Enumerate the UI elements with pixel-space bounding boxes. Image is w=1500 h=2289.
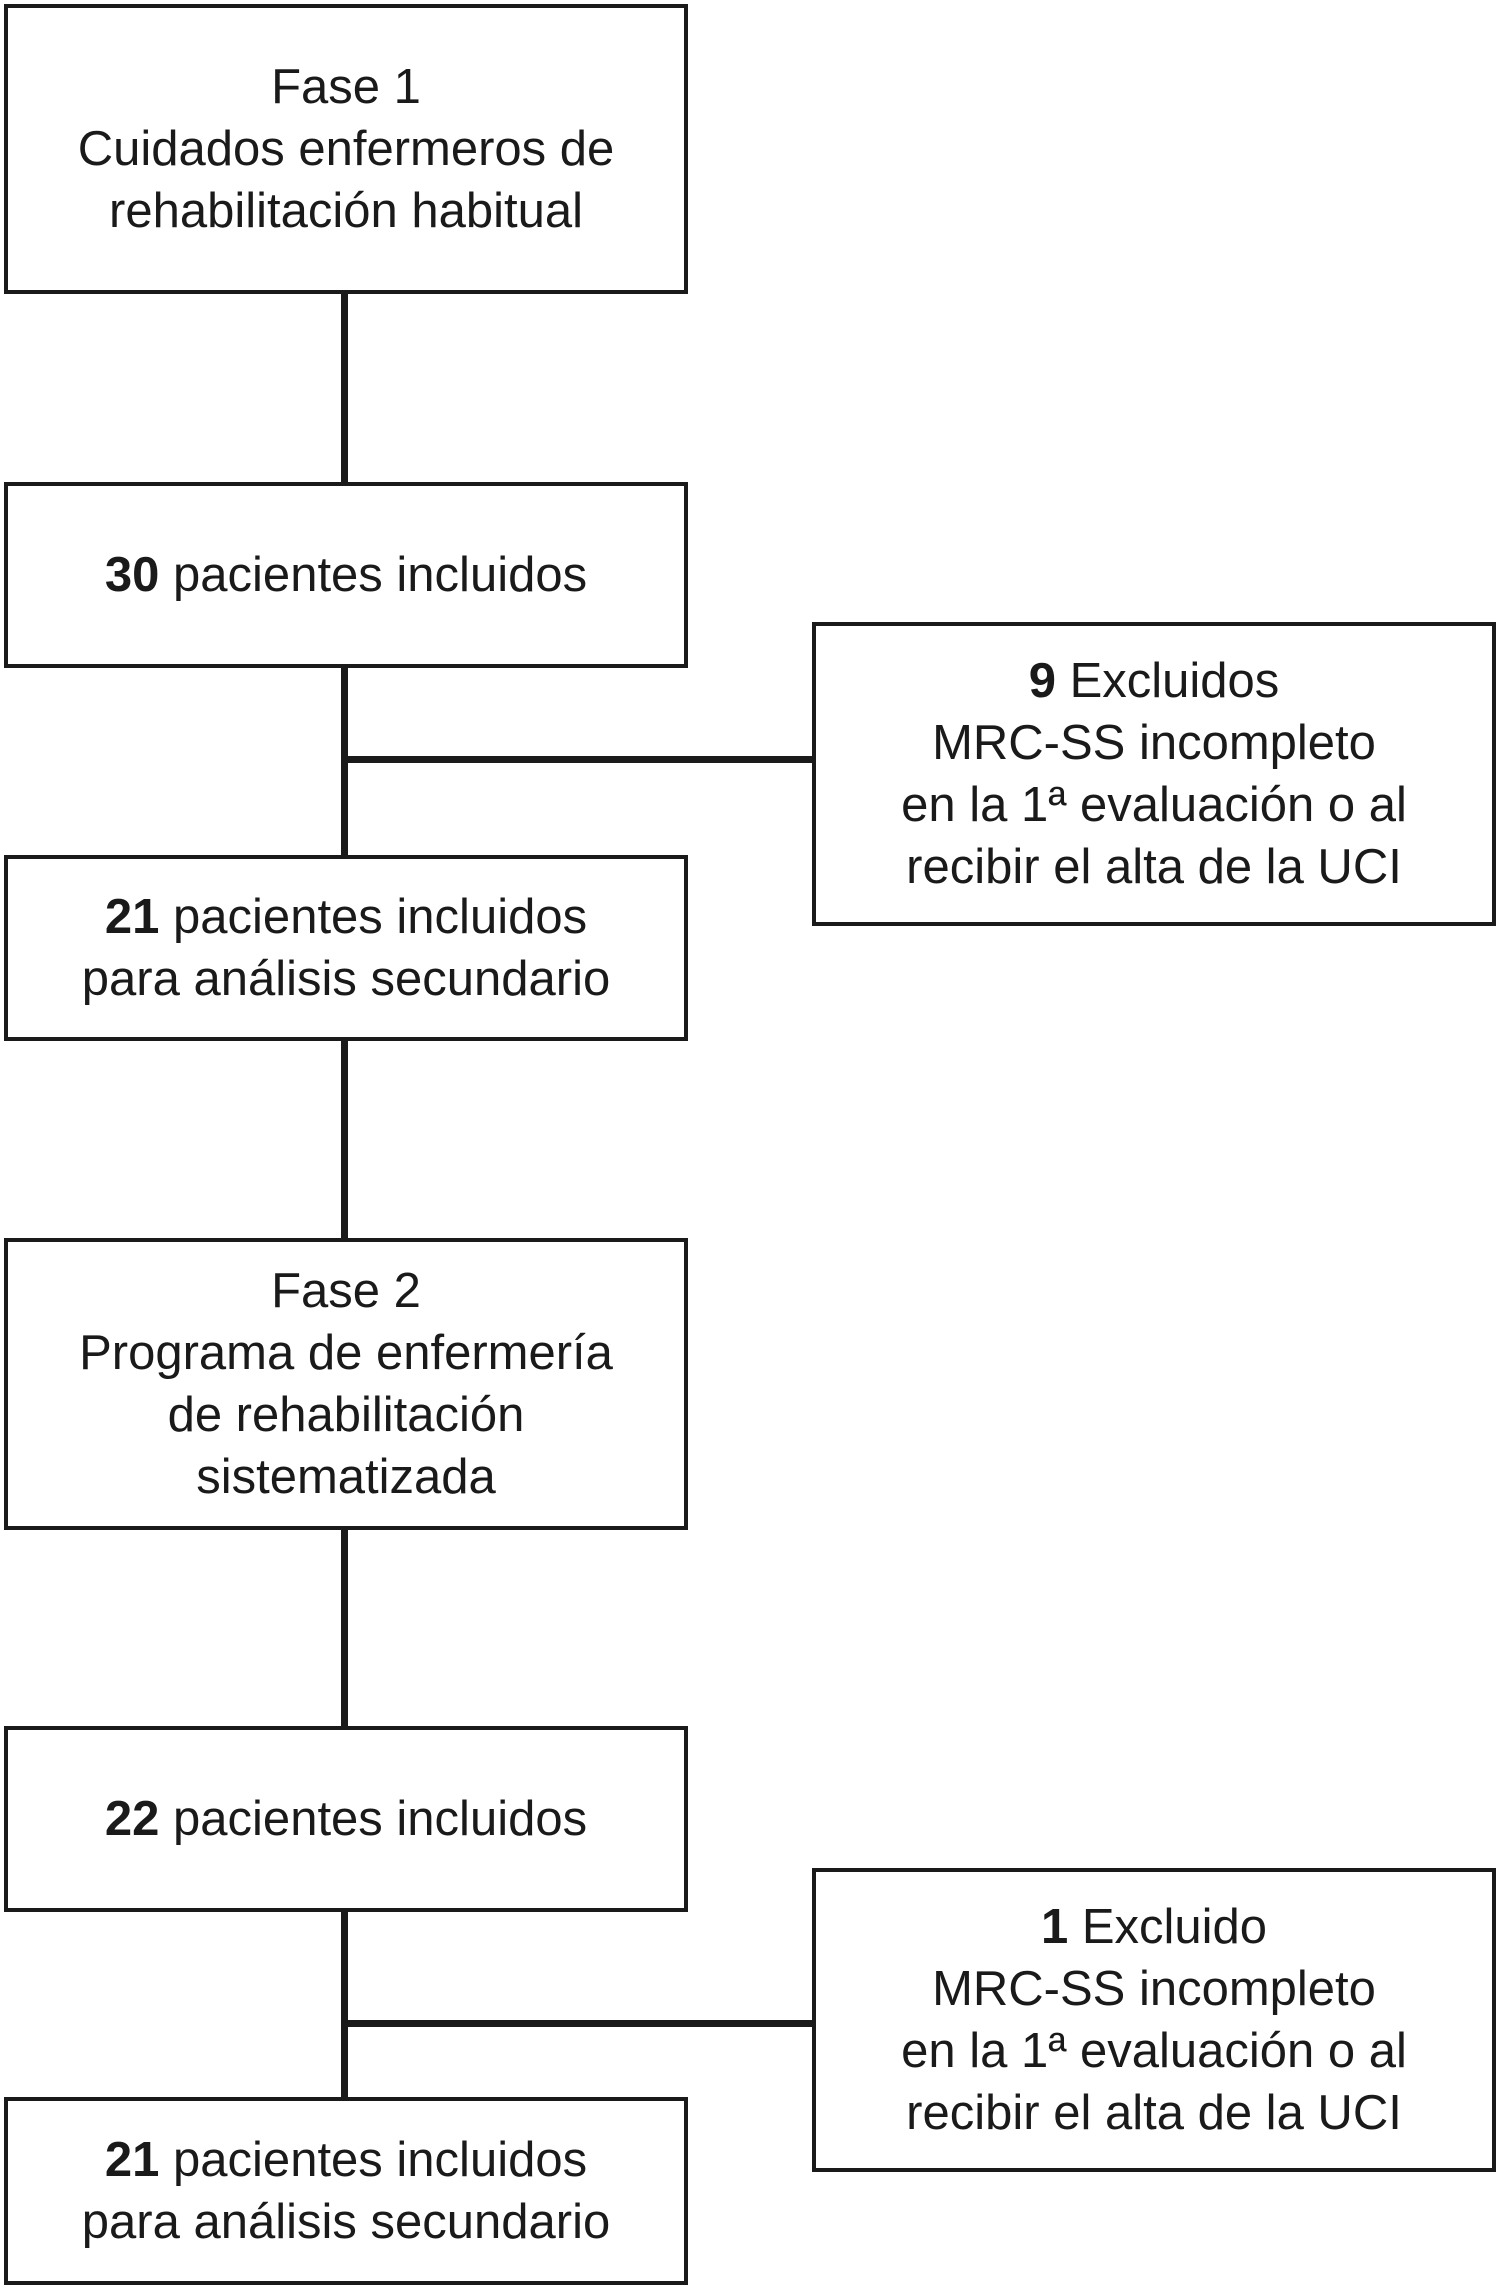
phase2-excluded-label: Excluido xyxy=(1081,1900,1268,1954)
connector-included2-to-secondary2 xyxy=(341,1910,348,2100)
phase2-excluded-line2: MRC-SS incompleto xyxy=(932,1962,1376,2016)
phase1-excluded-label: Excluidos xyxy=(1069,654,1280,708)
phase2-secondary-label: pacientes incluidos xyxy=(173,2133,588,2187)
phase2-secondary-box: 21 pacientes incluidos para análisis sec… xyxy=(4,2097,688,2285)
connector-secondary-to-phase2 xyxy=(341,1040,348,1240)
phase1-excluded-line3: en la 1ª evaluación o al xyxy=(901,778,1407,832)
phase1-excluded-count: 9 xyxy=(1028,654,1056,708)
connector-to-excluded-2 xyxy=(344,2020,814,2027)
phase2-excluded-count: 1 xyxy=(1040,1900,1069,1954)
phase1-included-label: pacientes incluidos xyxy=(173,548,588,602)
phase1-secondary-count: 21 xyxy=(104,890,160,944)
phase1-excluded-box: 9 Excluidos MRC-SS incompleto en la 1ª e… xyxy=(812,622,1496,926)
phase2-subtitle-line3: sistematizada xyxy=(196,1450,496,1504)
phase2-included-label: pacientes incluidos xyxy=(173,1792,588,1846)
phase1-excluded-line4: recibir el alta de la UCI xyxy=(906,840,1402,894)
phase1-secondary-text: 21 pacientes incluidos xyxy=(105,886,587,948)
connector-to-excluded-1 xyxy=(344,756,814,763)
phase2-included-box: 22 pacientes incluidos xyxy=(4,1726,688,1912)
phase2-title: Fase 2 xyxy=(271,1264,421,1318)
connector-phase2-to-included xyxy=(341,1528,348,1728)
phase1-secondary-box: 21 pacientes incluidos para análisis sec… xyxy=(4,855,688,1041)
phase2-excluded-heading: 1 Excluido xyxy=(1041,1896,1267,1958)
phase2-included-count: 22 xyxy=(104,1792,160,1846)
phase2-subtitle-line2: de rehabilitación xyxy=(167,1388,525,1442)
phase2-header-box: Fase 2 Programa de enfermería de rehabil… xyxy=(4,1238,688,1530)
phase1-title: Fase 1 xyxy=(271,60,421,114)
phase2-subtitle-line1: Programa de enfermería xyxy=(79,1326,613,1380)
phase2-excluded-line4: recibir el alta de la UCI xyxy=(906,2086,1402,2140)
phase2-secondary-line2: para análisis secundario xyxy=(81,2195,611,2249)
phase1-secondary-label: pacientes incluidos xyxy=(173,890,588,944)
phase2-excluded-line3: en la 1ª evaluación o al xyxy=(901,2024,1407,2078)
phase1-included-count: 30 xyxy=(104,548,160,602)
connector-phase1-to-included xyxy=(341,293,348,483)
phase1-secondary-line2: para análisis secundario xyxy=(81,952,611,1006)
phase1-subtitle-line2: rehabilitación habitual xyxy=(109,184,583,238)
phase2-secondary-count: 21 xyxy=(104,2133,160,2187)
phase2-excluded-box: 1 Excluido MRC-SS incompleto en la 1ª ev… xyxy=(812,1868,1496,2172)
phase1-header-box: Fase 1 Cuidados enfermeros de rehabilita… xyxy=(4,4,688,294)
phase2-included-text: 22 pacientes incluidos xyxy=(105,1788,587,1850)
phase1-excluded-line2: MRC-SS incompleto xyxy=(932,716,1376,770)
phase1-included-text: 30 pacientes incluidos xyxy=(105,544,587,606)
phase2-secondary-text: 21 pacientes incluidos xyxy=(105,2129,587,2191)
phase1-excluded-heading: 9 Excluidos xyxy=(1029,650,1280,712)
phase1-subtitle-line1: Cuidados enfermeros de xyxy=(77,122,615,176)
phase1-included-box: 30 pacientes incluidos xyxy=(4,482,688,668)
